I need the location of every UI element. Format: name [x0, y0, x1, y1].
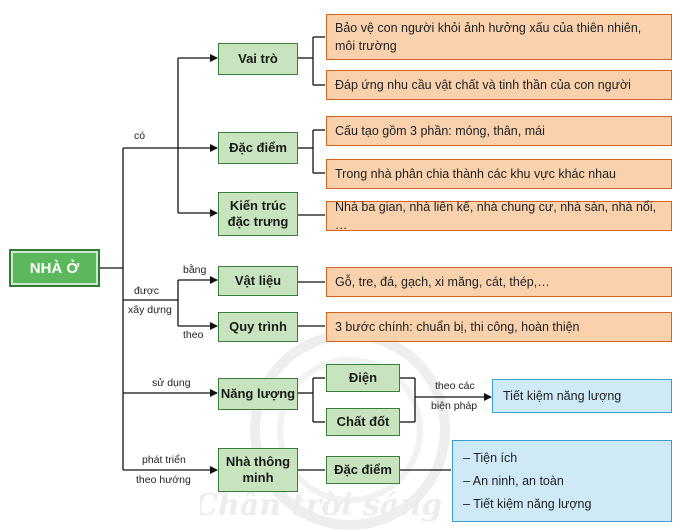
- node-chat-dot-label: Chất đốt: [336, 413, 390, 429]
- node-vai-tro-label: Vai trò: [238, 50, 278, 66]
- node-nha-thong-minh: Nhà thông minh: [218, 448, 298, 492]
- node-kien-truc-label: Kiến trúc đặc trưng: [227, 197, 289, 229]
- edge-label-co: có: [134, 130, 146, 142]
- leaf-vai-tro-1: Bảo vệ con người khỏi ảnh hưởng xấu của …: [326, 14, 672, 60]
- leaf-kien-truc: Nhà ba gian, nhà liên kế, nhà chung cư, …: [326, 199, 672, 232]
- list-item: – Tiết kiệm năng lượng: [463, 496, 592, 511]
- node-smart-dac-diem-label: Đặc điểm: [334, 461, 392, 477]
- edge-label-xay-dung: xây dựng: [128, 304, 172, 316]
- node-dien: Điện: [326, 364, 400, 392]
- node-nha-thong-minh-label: Nhà thông minh: [225, 453, 291, 485]
- svg-text:Chân trời sáng tạo: Chân trời sáng tạo: [200, 488, 500, 523]
- leaf-vat-lieu: Gỗ, tre, đá, gạch, xi măng, cát, thép,…: [326, 267, 672, 297]
- node-kien-truc: Kiến trúc đặc trưng: [218, 192, 298, 236]
- root-label: NHÀ Ở: [29, 259, 80, 277]
- leaf-vai-tro-2-text: Đáp ứng nhu cầu vật chất và tinh thần củ…: [335, 77, 631, 92]
- leaf-vai-tro-1-text: Bảo vệ con người khỏi ảnh hưởng xấu của …: [335, 20, 642, 53]
- leaf-dac-diem-1: Cấu tạo gồm 3 phần: móng, thân, mái: [326, 116, 672, 146]
- edge-label-theo: theo: [183, 329, 204, 341]
- edge-label-theo-cac: theo các: [435, 380, 475, 392]
- node-chat-dot: Chất đốt: [326, 408, 400, 436]
- leaf-quy-trinh-text: 3 bước chính: chuẩn bị, thi công, hoàn t…: [335, 319, 580, 334]
- edge-label-su-dung: sử dụng: [152, 377, 191, 389]
- smart-features-list: – Tiện ích – An ninh, an toàn – Tiết kiệ…: [452, 440, 672, 522]
- edge-label-bang: bằng: [183, 264, 207, 276]
- node-dac-diem: Đặc điểm: [218, 132, 298, 164]
- root-node: NHÀ Ở: [9, 249, 100, 287]
- list-item: – Tiện ích: [463, 451, 518, 466]
- edge-label-phat-trien: phát triển: [142, 454, 186, 466]
- leaf-vai-tro-2: Đáp ứng nhu cầu vật chất và tinh thần củ…: [326, 70, 672, 100]
- edge-label-duoc: được: [134, 285, 160, 297]
- result-tiet-kiem-text: Tiết kiệm năng lượng: [503, 389, 622, 403]
- node-nang-luong: Năng lượng: [218, 378, 298, 410]
- leaf-dac-diem-1-text: Cấu tạo gồm 3 phần: móng, thân, mái: [335, 123, 545, 138]
- leaf-kien-truc-text: Nhà ba gian, nhà liên kế, nhà chung cư, …: [335, 199, 657, 232]
- node-smart-dac-diem: Đặc điểm: [326, 456, 400, 484]
- leaf-dac-diem-2-text: Trong nhà phân chia thành các khu vực kh…: [335, 166, 617, 181]
- edge-label-bien-phap: biện pháp: [431, 400, 478, 412]
- node-dien-label: Điện: [348, 369, 378, 385]
- node-vat-lieu-label: Vật liệu: [234, 272, 282, 288]
- list-item: – An ninh, an toàn: [463, 473, 564, 488]
- node-quy-trinh-label: Quy trình: [229, 318, 287, 334]
- node-vai-tro: Vai trò: [218, 43, 298, 75]
- result-tiet-kiem: Tiết kiệm năng lượng: [492, 379, 672, 413]
- leaf-quy-trinh: 3 bước chính: chuẩn bị, thi công, hoàn t…: [326, 312, 672, 342]
- edge-label-theo-huong: theo hướng: [136, 474, 191, 486]
- node-dac-diem-label: Đặc điểm: [229, 139, 287, 155]
- node-quy-trinh: Quy trình: [218, 312, 298, 342]
- leaf-vat-lieu-text: Gỗ, tre, đá, gạch, xi măng, cát, thép,…: [335, 274, 550, 289]
- node-vat-lieu: Vật liệu: [218, 266, 298, 296]
- leaf-dac-diem-2: Trong nhà phân chia thành các khu vực kh…: [326, 159, 672, 189]
- node-nang-luong-label: Năng lượng: [220, 385, 296, 401]
